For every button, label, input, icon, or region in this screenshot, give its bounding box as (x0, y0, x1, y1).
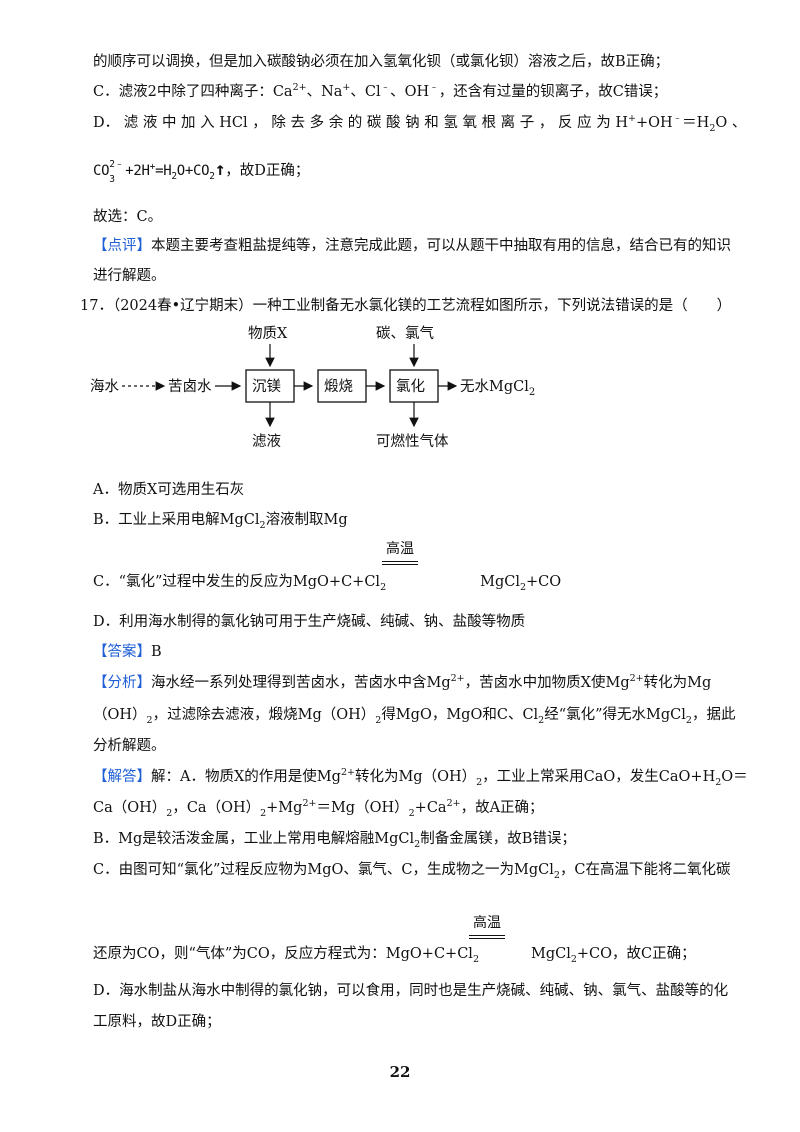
answer-tag: 【答案】 (93, 644, 151, 660)
solution-tag: 【解答】 (93, 769, 151, 785)
input-2: 碳、氯气 (376, 325, 434, 342)
node-brine: 苦卤水 (168, 378, 212, 395)
text-line: C．滤液2中除了四种离子：Ca2+、Na+、Cl﹣、OH﹣，还含有过量的钡离子，… (93, 82, 668, 100)
text-line: Ca（OH）2，Ca（OH）2+Mg2+＝Mg（OH）2+Ca2+，故A正确； (93, 798, 544, 819)
text-line: 的顺序可以调换，但是加入碳酸钠必须在加入氢氧化钡（或氯化钡）溶液之后，故B正确； (93, 54, 670, 70)
page-number: 22 (389, 1063, 411, 1081)
input-1: 物质X (248, 325, 288, 342)
comment-tag: 【点评】 (93, 238, 151, 254)
text-line: D． 滤 液 中 加 入 HCl ， 除 去 多 余 的 碳 酸 钠 和 氢 氧… (93, 113, 747, 134)
text-line: 分析解题。 (93, 738, 166, 754)
node-step2: 煅烧 (324, 378, 353, 395)
output-2: 可燃性气体 (376, 432, 449, 450)
node-step1: 沉镁 (252, 378, 281, 395)
text-line: C．由图可知“氯化”过程反应物为MgO、氯气、C，生成物之一为MgCl2，C在高… (93, 862, 731, 881)
condition-high-temp: 高温 (382, 538, 418, 565)
option-d: D．利用海水制得的氯化钠可用于生产烧碱、纯碱、钠、盐酸等物质 (93, 614, 526, 630)
text-line: 故选：C。 (93, 209, 163, 225)
node-step3: 氯化 (396, 378, 425, 395)
text-line: （OH）2，过滤除去滤液，煅烧Mg（OH）2得MgO，MgO和C、Cl2经“氯化… (93, 707, 736, 726)
comment-line: 【点评】本题主要考查粗盐提纯等，注意完成此题，可以从题干中抽取有用的信息，结合已… (93, 238, 731, 254)
text-line: 进行解题。 (93, 268, 166, 284)
text-line: B．Mg是较活泼金属，工业上常用电解熔融MgCl2制备金属镁，故B错误； (93, 831, 576, 850)
process-flow-diagram: 海水 苦卤水 沉镁 煅烧 氯化 无水MgCl2 物质X 碳、氯气 滤液 可燃性气… (90, 325, 535, 450)
answer-line: 【答案】B (93, 644, 162, 660)
analysis-tag: 【分析】 (93, 675, 151, 691)
condition-high-temp: 高温 (469, 912, 505, 939)
option-a: A．物质X可选用生石灰 (93, 482, 245, 498)
node-seawater: 海水 (90, 378, 119, 395)
text-line: D．海水制盐从海水中制得的氯化钠，可以食用，同时也是生产烧碱、纯碱、钠、氯气、盐… (93, 983, 729, 999)
node-product: 无水MgCl2 (460, 378, 535, 398)
output-1: 滤液 (252, 433, 281, 450)
option-b: B．工业上采用电解MgCl2溶液制取Mg (93, 512, 348, 531)
text-line: 工原料，故D正确； (93, 1014, 221, 1030)
analysis-line: 【分析】海水经一系列处理得到苦卤水，苦卤水中含Mg2+，苦卤水中加物质X使Mg2… (93, 673, 712, 691)
question-17: 17．（2024春•辽宁期末）一种工业制备无水氯化镁的工艺流程如图所示，下列说法… (80, 298, 732, 314)
solution-line: 【解答】解：A．物质X的作用是使Mg2+转化为Mg（OH）2，工业上常采用CaO… (93, 767, 748, 788)
